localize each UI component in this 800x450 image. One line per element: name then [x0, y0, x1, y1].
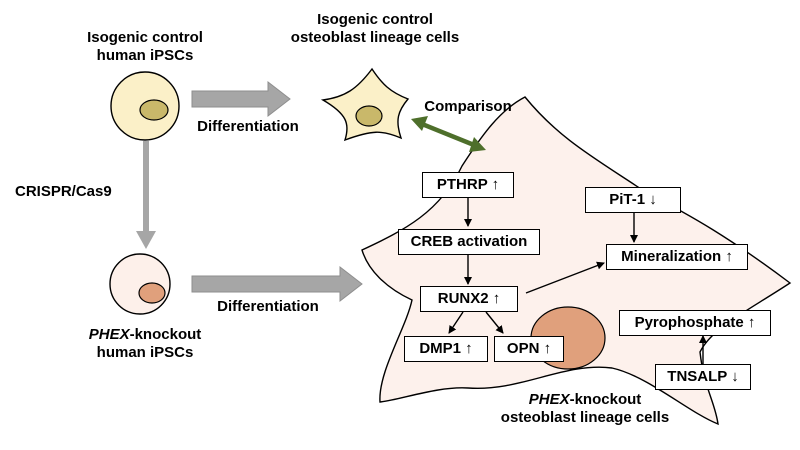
- control-osteoblast-label-line2: osteoblast lineage cells: [290, 29, 460, 46]
- ko-osteoblast-label-rest: -knockout: [569, 391, 642, 408]
- mineralization-box: Mineralization ↑: [606, 244, 748, 270]
- ko-ipsc-nucleus: [138, 282, 166, 304]
- control-osteoblast-label: Isogenic control osteoblast lineage cell…: [265, 11, 485, 47]
- pyrophosphate-box: Pyrophosphate ↑: [619, 310, 771, 336]
- comparison-arrow-head-right: [469, 137, 486, 152]
- control-osteoblast-cell: [320, 67, 410, 142]
- control-ipsc-nucleus: [139, 99, 169, 121]
- ko-ipsc-label-line2: human iPSCs: [96, 344, 194, 361]
- crispr-label: CRISPR/Cas9: [15, 183, 112, 200]
- tnsalp-box: TNSALP ↓: [655, 364, 751, 390]
- dmp1-box: DMP1 ↑: [404, 336, 488, 362]
- control-osteoblast-label-line1: Isogenic control: [317, 11, 433, 28]
- ko-osteoblast-label-line2: osteoblast lineage cells: [500, 409, 670, 426]
- opn-box: OPN ↑: [494, 336, 564, 362]
- differentiation-label-bottom: Differentiation: [217, 298, 319, 315]
- differentiation-label-top: Differentiation: [197, 118, 299, 135]
- ko-ipsc-label-line1: PHEX-knockout: [60, 326, 230, 344]
- crispr-arrow-head: [136, 231, 156, 249]
- control-ipsc-label-line1: Isogenic control: [87, 29, 203, 46]
- control-osteoblast-nucleus: [355, 105, 383, 127]
- differentiation-arrow-top: [191, 80, 291, 118]
- comparison-arrow-head-left: [411, 116, 428, 131]
- arrow-runx2-to-mineralization: [525, 261, 605, 294]
- ko-ipsc-gene: PHEX: [88, 326, 130, 343]
- control-ipsc-label: Isogenic control human iPSCs: [60, 29, 230, 65]
- ko-osteoblast-label: PHEX-knockout osteoblast lineage cells: [475, 391, 695, 427]
- arrow-runx2-to-dmp1: [448, 311, 464, 334]
- ko-osteoblast-label-line1: PHEX-knockout: [475, 391, 695, 409]
- ko-ipsc-cell: [109, 253, 171, 315]
- control-ipsc-label-line2: human iPSCs: [96, 47, 194, 64]
- creb-activation-box: CREB activation: [398, 229, 540, 255]
- pit1-box: PiT-1 ↓: [585, 187, 681, 213]
- differentiation-arrow-bottom: [191, 265, 363, 303]
- arrow-runx2-to-opn: [485, 311, 504, 334]
- ko-ipsc-label-rest: -knockout: [129, 326, 202, 343]
- runx2-box: RUNX2 ↑: [420, 286, 518, 312]
- ko-osteoblast-gene: PHEX: [528, 391, 570, 408]
- ko-ipsc-label: PHEX-knockout human iPSCs: [60, 326, 230, 362]
- comparison-arrow-shaft: [421, 121, 475, 148]
- comparison-label: Comparison: [424, 98, 512, 115]
- pthrp-box: PTHRP ↑: [422, 172, 514, 198]
